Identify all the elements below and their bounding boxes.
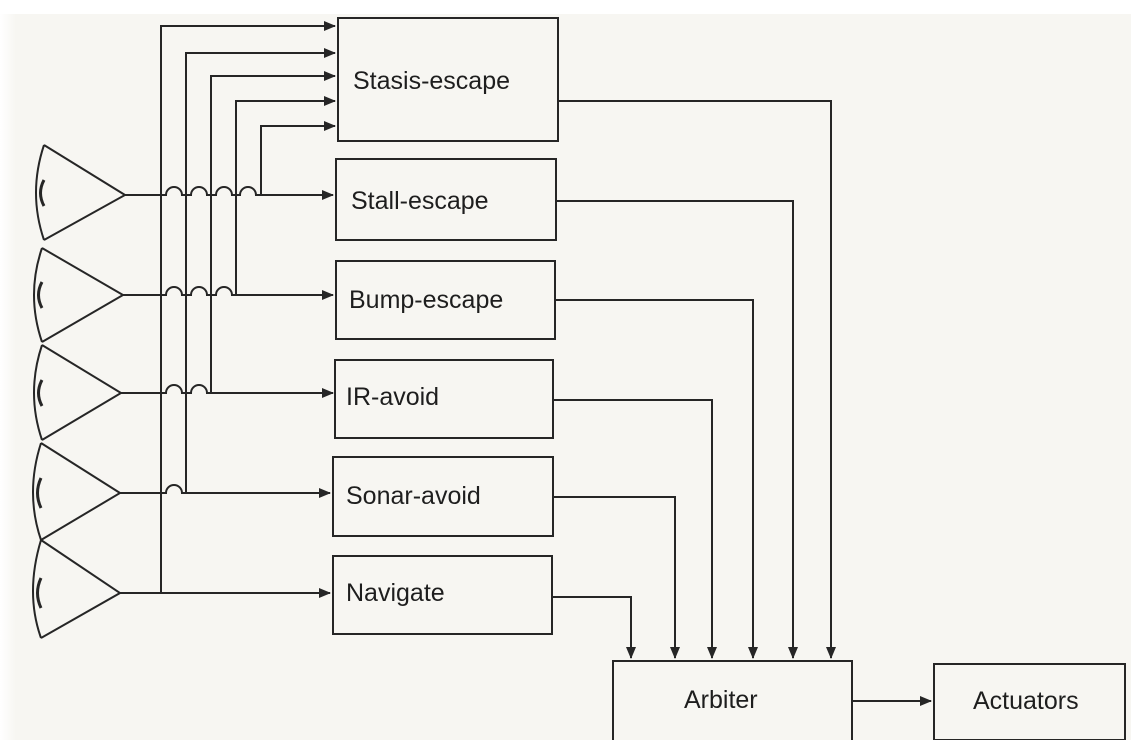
sensor-2 <box>33 247 125 343</box>
bump-to-arbiter <box>556 299 758 659</box>
stasis-feed-3 <box>210 71 336 393</box>
sensor-1 <box>35 144 127 241</box>
scan-bottom-edge <box>0 740 1131 745</box>
sensor-4 <box>32 442 122 541</box>
behavior-box-sonar-avoid: Sonar-avoid <box>332 456 554 537</box>
stasis-feed-1 <box>160 21 336 593</box>
scan-left-edge <box>0 0 16 745</box>
stasis-feed-2 <box>185 48 336 493</box>
ir-to-arbiter <box>554 399 717 659</box>
sensor-line-bump <box>123 286 334 300</box>
behavior-label: Sonar-avoid <box>346 482 481 510</box>
behavior-box-navigate: Navigate <box>332 555 553 635</box>
stasis-feed-4 <box>235 96 336 295</box>
stasis-to-arbiter <box>558 100 836 659</box>
sensor-line-sonar <box>120 484 331 498</box>
sensor-line-ir <box>121 384 334 398</box>
sonar-to-arbiter <box>554 496 680 659</box>
behavior-label: Stasis-escape <box>353 67 511 95</box>
sensor-5 <box>32 539 122 639</box>
stall-to-arbiter <box>556 200 798 659</box>
behavior-label: Navigate <box>346 579 445 607</box>
sensor-3 <box>33 344 123 441</box>
behavior-box-bump-escape: Bump-escape <box>335 260 556 340</box>
behavior-box-stasis-escape: Stasis-escape <box>337 17 559 142</box>
behavior-box-ir-avoid: IR-avoid <box>334 359 554 439</box>
behavior-label: Stall-escape <box>351 187 489 215</box>
behavior-label: Bump-escape <box>349 286 504 314</box>
navigate-to-arbiter <box>553 596 636 659</box>
arbiter-box: Arbiter <box>612 660 853 742</box>
arbiter-label: Arbiter <box>684 686 758 714</box>
sensor-line-stall <box>125 186 334 200</box>
actuators-box: Actuators <box>933 663 1126 741</box>
stasis-feed-5 <box>260 121 336 195</box>
scan-top-edge <box>0 0 1131 14</box>
actuators-label: Actuators <box>973 687 1079 715</box>
behavior-label: IR-avoid <box>346 383 440 411</box>
behavior-box-stall-escape: Stall-escape <box>335 158 557 241</box>
